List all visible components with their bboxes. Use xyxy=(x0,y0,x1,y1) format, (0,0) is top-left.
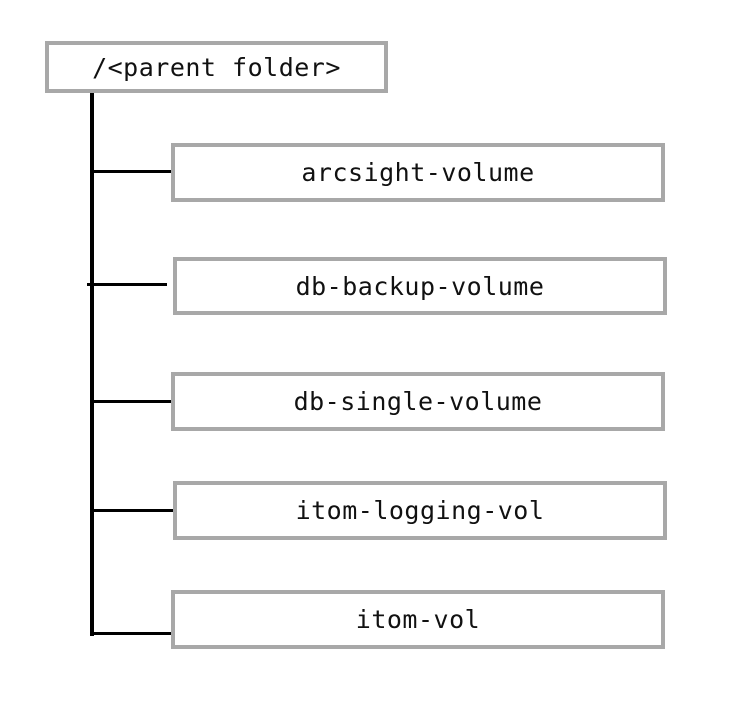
child-folder-box: db-backup-volume xyxy=(173,257,667,315)
connector-line xyxy=(87,283,167,286)
connector-line xyxy=(92,400,173,403)
child-folder-box: db-single-volume xyxy=(171,372,665,431)
connector-line xyxy=(92,509,175,512)
child-folder-label: itom-logging-vol xyxy=(295,496,545,525)
child-folder-box: itom-vol xyxy=(171,590,665,649)
root-folder-label: /<parent folder> xyxy=(92,52,341,82)
tree-trunk-line xyxy=(90,93,94,636)
child-folder-box: arcsight-volume xyxy=(171,143,665,202)
connector-line xyxy=(92,632,173,635)
child-folder-label: itom-vol xyxy=(355,605,481,634)
child-folder-label: db-single-volume xyxy=(293,387,543,416)
child-folder-label: db-backup-volume xyxy=(295,271,545,301)
connector-line xyxy=(92,170,173,173)
root-folder-box: /<parent folder> xyxy=(45,41,388,93)
child-folder-label: arcsight-volume xyxy=(301,158,535,187)
child-folder-box: itom-logging-vol xyxy=(173,481,667,540)
